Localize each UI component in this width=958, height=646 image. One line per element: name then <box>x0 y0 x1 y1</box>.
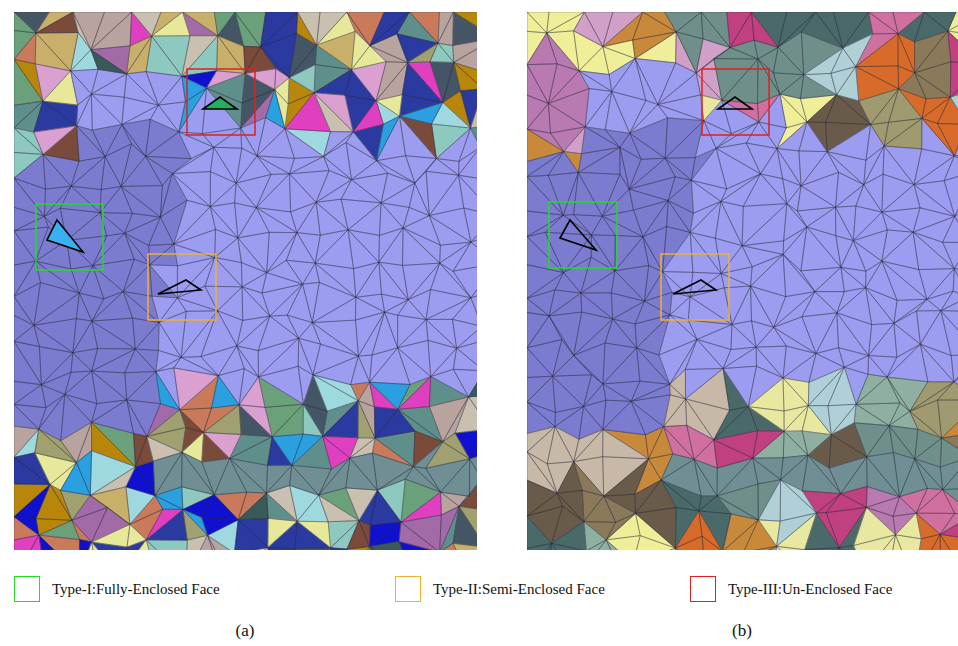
type2-box <box>148 254 216 320</box>
type2-face <box>158 280 201 294</box>
legend-text: Type-II:Semi-Enclosed Face <box>433 580 605 598</box>
type1-face <box>560 220 596 250</box>
type2-face <box>673 280 716 294</box>
type1-box <box>549 202 617 268</box>
legend-text: Type-I:Fully-Enclosed Face <box>52 580 220 598</box>
panel-label: (a) <box>236 621 255 641</box>
mesh-faces <box>153 442 477 507</box>
type1-box <box>36 204 103 270</box>
mesh-edges <box>527 12 958 550</box>
legend-text: Type-III:Un-Enclosed Face <box>728 580 892 598</box>
mesh-panel-b <box>527 12 958 550</box>
mesh-faces <box>701 95 922 550</box>
highlight-marks <box>36 69 769 320</box>
panel-label: (b) <box>732 621 752 641</box>
type3-face <box>203 97 237 109</box>
mesh-faces <box>661 453 958 497</box>
mesh-faces <box>14 12 477 550</box>
type3-box <box>702 69 769 135</box>
mesh-panel-a <box>14 12 477 550</box>
type3-box <box>187 69 255 135</box>
mesh-edges <box>14 12 477 550</box>
type2-box <box>661 254 729 320</box>
legend-swatch <box>14 576 40 602</box>
mesh-faces <box>14 12 477 550</box>
mesh-faces <box>14 12 477 550</box>
mesh-faces <box>91 36 477 550</box>
legend-swatch <box>690 576 716 602</box>
type3-face <box>718 97 752 109</box>
legend-swatch <box>395 576 421 602</box>
type1-face <box>47 220 83 252</box>
mesh-faces <box>859 89 958 438</box>
mesh-faces <box>36 12 477 550</box>
